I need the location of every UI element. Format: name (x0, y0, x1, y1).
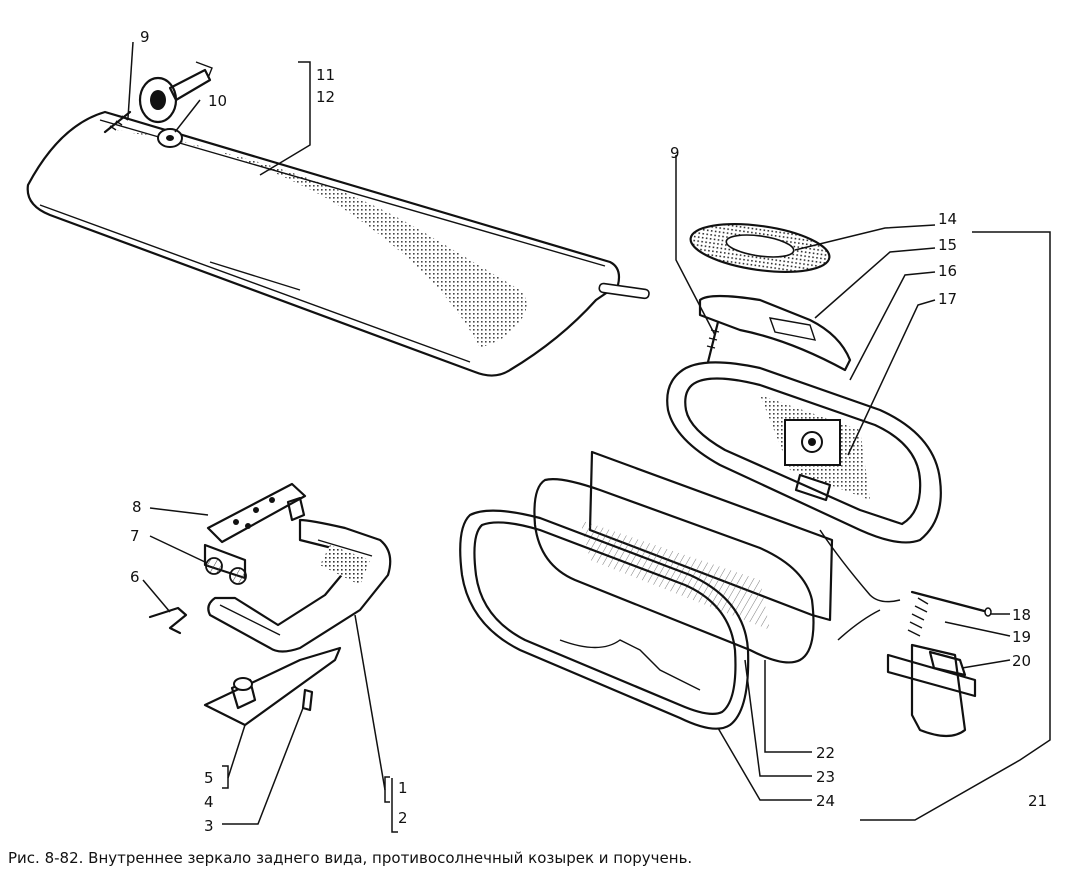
label-21: 21 (1028, 792, 1047, 810)
label-14: 14 (938, 210, 957, 228)
label-9-right: 9 (670, 144, 680, 162)
screw-9-left (103, 110, 132, 134)
label-11: 11 (316, 66, 335, 84)
label-15: 15 (938, 236, 957, 254)
label-4: 4 (204, 793, 214, 811)
label-12: 12 (316, 88, 335, 106)
spring-19 (907, 597, 929, 637)
label-3: 3 (204, 817, 214, 835)
label-7: 7 (130, 527, 140, 545)
label-23: 23 (816, 768, 835, 786)
mirror-frame-24 (459, 509, 750, 730)
screw-9-right (706, 320, 720, 364)
handle-mount-base (203, 646, 342, 727)
clip-20 (886, 643, 977, 738)
label-20: 20 (1012, 652, 1031, 670)
label-9-left: 9 (140, 28, 150, 46)
label-5: 5 (204, 769, 214, 787)
leader-lines (127, 41, 1051, 833)
figure-caption: Рис. 8-82. Внутреннее зеркало заднего ви… (8, 849, 693, 867)
mirror-mount-gasket-14 (689, 223, 831, 273)
clip-6 (148, 606, 188, 635)
spring-7 (205, 557, 247, 585)
pin-18 (910, 590, 992, 617)
mirror-base-15 (698, 294, 852, 372)
label-24: 24 (816, 792, 835, 810)
washer-10 (157, 128, 183, 148)
mirror-reflector-23 (533, 478, 815, 664)
mirror-ball-joint-17 (784, 419, 841, 502)
label-16: 16 (938, 262, 957, 280)
label-22: 22 (816, 744, 835, 762)
label-10: 10 (208, 92, 227, 110)
label-2: 2 (398, 809, 408, 827)
sun-visor (26, 110, 650, 377)
label-19: 19 (1012, 628, 1031, 646)
label-6: 6 (130, 568, 140, 586)
mirror-glass-22 (588, 450, 834, 622)
part-labels: 9 10 11 12 9 14 15 16 17 8 7 6 18 19 20 … (130, 28, 1047, 835)
grab-handle (207, 496, 392, 653)
label-1: 1 (398, 779, 408, 797)
label-8: 8 (132, 498, 142, 516)
label-17: 17 (938, 290, 957, 308)
visor-hinge-bracket (138, 61, 213, 124)
label-18: 18 (1012, 606, 1031, 624)
